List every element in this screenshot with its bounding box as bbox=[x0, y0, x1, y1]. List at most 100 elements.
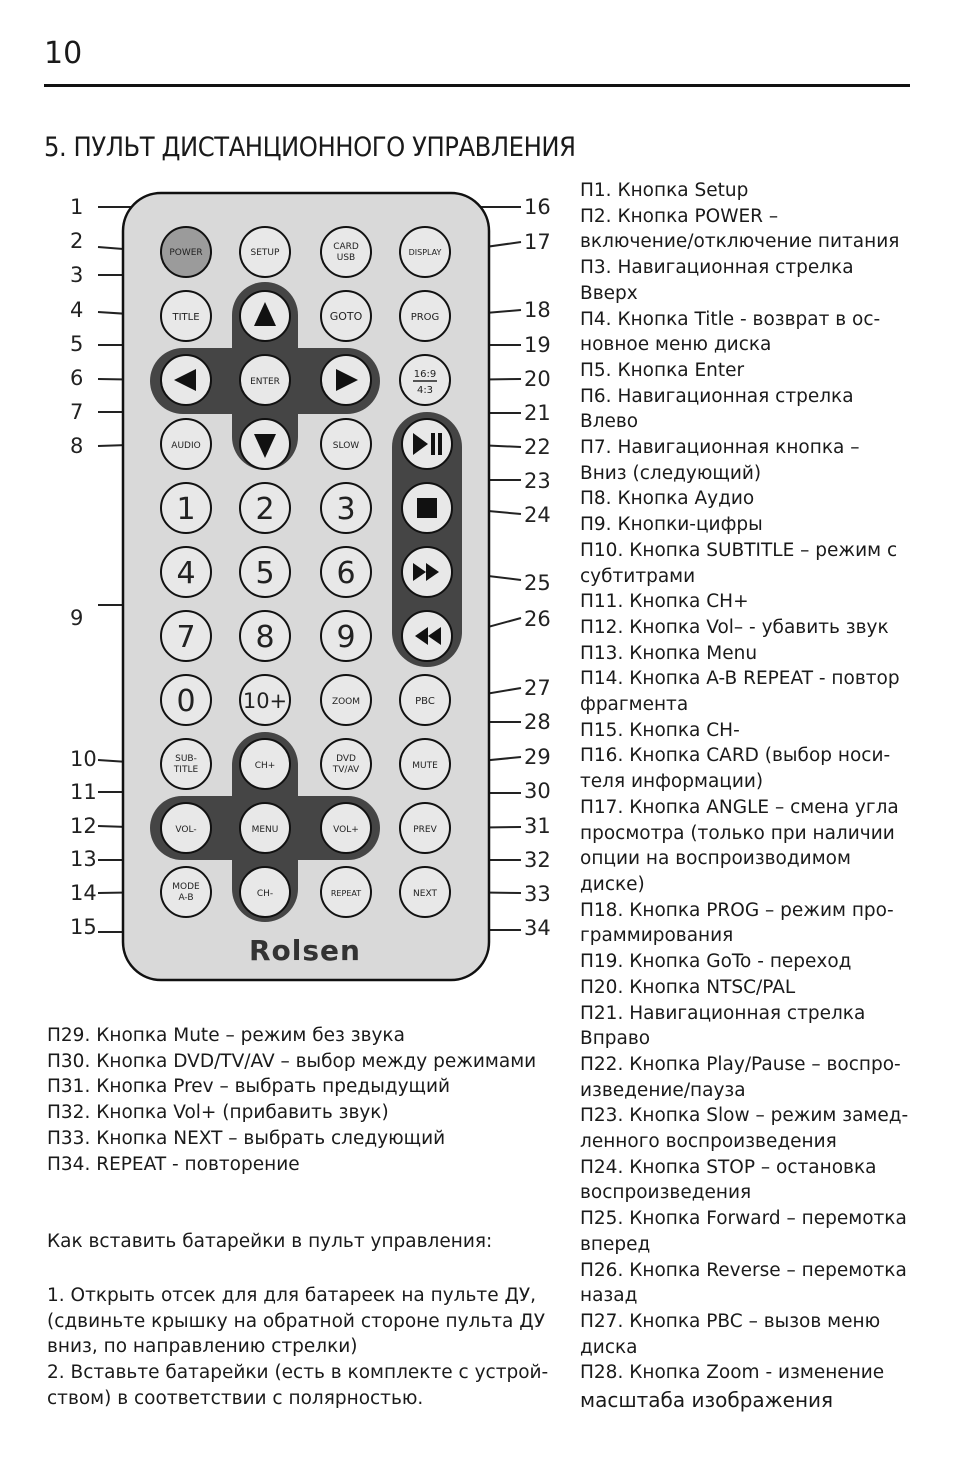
ch-minus-label: CH- bbox=[257, 889, 273, 899]
goto-button[interactable] bbox=[320, 290, 372, 342]
callout-21: 21 bbox=[524, 401, 551, 425]
callout-28: 28 bbox=[524, 710, 551, 734]
header-rule bbox=[44, 84, 910, 87]
prog-button[interactable] bbox=[399, 290, 451, 342]
desc-line: назад bbox=[580, 1285, 638, 1307]
repeat-button[interactable] bbox=[320, 866, 372, 918]
digit-6-label: 6 bbox=[336, 556, 355, 591]
pause-icon bbox=[431, 433, 435, 455]
mode-ab-button[interactable] bbox=[160, 866, 212, 918]
vol-plus-button[interactable] bbox=[320, 802, 372, 854]
digit-7-button[interactable] bbox=[160, 610, 212, 662]
desc-line: П28. Кнопка Zoom - изменение bbox=[580, 1362, 885, 1384]
zoom-button[interactable] bbox=[320, 674, 372, 726]
desc-line: диска bbox=[580, 1336, 638, 1358]
card-usb-button[interactable] bbox=[320, 226, 372, 278]
desc-line: П17. Кнопка ANGLE – смена угла bbox=[580, 796, 899, 818]
desc-line: вперед bbox=[580, 1233, 651, 1255]
repeat-label: REPEAT bbox=[331, 889, 361, 898]
pbc-button[interactable] bbox=[399, 674, 451, 726]
desc-line: П29. Кнопка Mute – режим без звука bbox=[47, 1025, 405, 1046]
callout-16: 16 bbox=[524, 195, 551, 219]
desc-line: П20. Кнопка NTSC/PAL bbox=[580, 976, 796, 998]
desc-line: воспроизведения bbox=[580, 1182, 752, 1204]
callout-6: 6 bbox=[70, 366, 83, 390]
digit-6-button[interactable] bbox=[320, 546, 372, 598]
next-button[interactable] bbox=[399, 866, 451, 918]
vol-minus-label: VOL- bbox=[175, 825, 196, 835]
callout-32: 32 bbox=[524, 848, 551, 872]
desc-line: П3. Навигационная стрелка bbox=[580, 257, 854, 279]
digit-2-button[interactable] bbox=[239, 482, 291, 534]
digit-9-button[interactable] bbox=[320, 610, 372, 662]
vol-minus-button[interactable] bbox=[160, 802, 212, 854]
section-title: 5. ПУЛЬТ ДИСТАНЦИОННОГО УПРАВЛЕНИЯ bbox=[44, 132, 576, 163]
digit-0-button[interactable] bbox=[160, 674, 212, 726]
subtitle-button[interactable] bbox=[160, 738, 212, 790]
dvd-tv-av-button[interactable] bbox=[320, 738, 372, 790]
desc-line: П12. Кнопка Vol– - убавить звук bbox=[580, 616, 889, 638]
callout-22: 22 bbox=[524, 435, 551, 459]
remote-illustration: 1 2 3 4 5 6 7 8 9 10 11 12 13 14 15 16 1… bbox=[70, 191, 551, 982]
desc-line: Вправо bbox=[580, 1028, 651, 1050]
next-label: NEXT bbox=[413, 889, 437, 899]
right-arrow-icon bbox=[336, 369, 358, 391]
desc-line: П34. REPEAT - повторение bbox=[47, 1153, 300, 1175]
stop-icon bbox=[417, 498, 437, 518]
desc-line: новное меню диска bbox=[580, 334, 772, 356]
desc-line: Вниз (следующий) bbox=[580, 462, 762, 484]
enter-button[interactable] bbox=[239, 354, 291, 406]
audio-button[interactable] bbox=[160, 418, 212, 470]
battery-step-line: вниз, по направлению стрелки) bbox=[47, 1336, 358, 1358]
aspect-ratio-button[interactable] bbox=[399, 354, 451, 406]
callout-1: 1 bbox=[70, 195, 83, 219]
callout-15: 15 bbox=[70, 915, 97, 939]
digit-8-button[interactable] bbox=[239, 610, 291, 662]
button-descriptions-continued: П29. Кнопка Mute – режим без звука П30. … bbox=[47, 1023, 567, 1177]
left-arrow-icon bbox=[174, 369, 196, 391]
page-number: 10 bbox=[44, 36, 83, 71]
desc-line: П11. Кнопка CH+ bbox=[580, 591, 749, 613]
power-label: POWER bbox=[169, 248, 202, 258]
desc-line: П30. Кнопка DVD/TV/AV – выбор между режи… bbox=[47, 1050, 537, 1072]
title-label: TITLE bbox=[171, 312, 199, 323]
usb-label: USB bbox=[337, 253, 355, 263]
callout-23: 23 bbox=[524, 469, 551, 493]
digit-7-label: 7 bbox=[176, 620, 195, 655]
digit-4-button[interactable] bbox=[160, 546, 212, 598]
callout-17: 17 bbox=[524, 230, 551, 254]
title-button[interactable] bbox=[160, 290, 212, 342]
desc-line: теля информации) bbox=[580, 771, 764, 793]
desc-line: П7. Навигационная кнопка – bbox=[580, 437, 860, 459]
audio-label: AUDIO bbox=[171, 441, 200, 451]
ch-minus-button[interactable] bbox=[239, 866, 291, 918]
mute-button[interactable] bbox=[399, 738, 451, 790]
desc-line: П8. Кнопка Аудио bbox=[580, 488, 755, 510]
digit-1-button[interactable] bbox=[160, 482, 212, 534]
power-button[interactable] bbox=[160, 226, 212, 278]
display-button[interactable] bbox=[399, 226, 451, 278]
menu-button[interactable] bbox=[239, 802, 291, 854]
setup-button[interactable] bbox=[239, 226, 291, 278]
digit-5-button[interactable] bbox=[239, 546, 291, 598]
slow-button[interactable] bbox=[320, 418, 372, 470]
battery-step-line: ством) в соответствии с полярностью. bbox=[47, 1387, 424, 1409]
subtitle-top-label: SUB- bbox=[175, 754, 197, 764]
digit-3-button[interactable] bbox=[320, 482, 372, 534]
prev-button[interactable] bbox=[399, 802, 451, 854]
ten-plus-button[interactable] bbox=[239, 674, 291, 726]
desc-line: П21. Навигационная стрелка bbox=[580, 1002, 866, 1024]
callout-14: 14 bbox=[70, 881, 97, 905]
desc-line: П9. Кнопки-цифры bbox=[580, 514, 763, 536]
desc-line: П15. Кнопка CH- bbox=[580, 719, 740, 741]
ratio-top-label: 16:9 bbox=[414, 369, 436, 380]
desc-line: П24. Кнопка STOP – остановка bbox=[580, 1156, 877, 1178]
ratio-bottom-label: 4:3 bbox=[417, 385, 433, 396]
desc-line: П5. Кнопка Enter bbox=[580, 359, 745, 381]
desc-line: диске) bbox=[580, 873, 645, 895]
dvd-bottom-label: TV/AV bbox=[332, 765, 360, 775]
desc-line: П6. Навигационная стрелка bbox=[580, 385, 854, 407]
desc-line: П1. Кнопка Setup bbox=[580, 180, 749, 201]
ch-plus-button[interactable] bbox=[239, 738, 291, 790]
desc-line: П27. Кнопка PBC – вызов меню bbox=[580, 1310, 881, 1332]
